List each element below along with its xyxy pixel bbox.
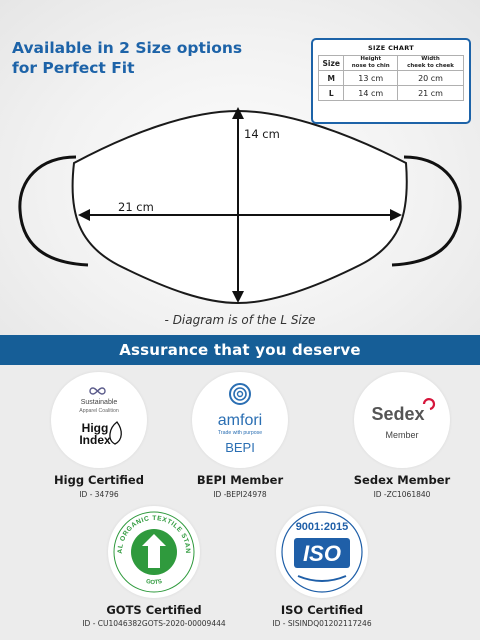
headline-line-2: for Perfect Fit [12,59,135,77]
infinity-icon [89,387,106,395]
leaf-icon [109,421,122,445]
gots-ring-bottom: GOTS [145,579,163,586]
size-chart: SIZE CHART Size Height nose to chin Widt… [311,38,471,124]
arrow-left-icon [78,209,90,221]
iso-title: ISO Certified [280,603,364,617]
iso-logo-main: ISO [303,541,341,566]
header-height: Height nose to chin [343,55,399,71]
header-height-line2: nose to chin [351,63,390,69]
diagram-note: - Diagram is of the L Size [164,313,316,327]
assurance-banner: Assurance that you deserve [0,335,480,365]
header-width-line2: cheek to cheek [407,63,454,69]
sedex-logo-sub: Member [385,430,418,440]
sedex-logo: Sedex Member [371,398,436,440]
size-chart-table: Size Height nose to chin Width cheek to … [317,55,464,101]
bepi-badge: amfori Trade with purpose BEPI [192,372,288,468]
iso-logo: 9001:2015 ISO [281,511,363,593]
amfori-logo-main: amfori [218,412,262,429]
amfori-core-ring [236,390,244,398]
higg-logo: Sustainable Apparel Coalition Higg Index [79,387,122,447]
higg-badge: Sustainable Apparel Coalition Higg Index [51,372,147,468]
amfori-logo-sub: Trade with purpose [218,430,262,436]
row-size: M [317,70,345,86]
amfori-ring-icon [229,383,251,405]
mask-illustration [18,107,462,305]
amfori-logo: amfori Trade with purpose BEPI [218,383,262,455]
higg-logo-sub: Apparel Coalition [79,408,119,414]
left-ear-loop [18,155,89,267]
sedex-title: Sedex Member [353,473,451,487]
headline-line-1: Available in 2 Size options [12,39,243,57]
iso-logo-top: 9001:2015 [296,521,349,533]
size-chart-title: SIZE CHART [368,44,414,52]
arrow-up-icon [232,107,244,119]
higg-logo-main-2: Index [79,433,111,447]
height-label: 14 cm [244,127,280,141]
sedex-logo-main: Sedex [371,404,424,424]
sedex-id: ID -ZC1061840 [373,490,431,499]
table-row: L 14 cm 21 cm [317,85,464,101]
higg-logo-main-1: Higg [82,421,109,435]
size-diagram-section: Available in 2 Size options for Perfect … [0,0,480,335]
amfori-logo-bottom: BEPI [225,440,255,455]
size-chart-header-row: Size Height nose to chin Width cheek to … [317,55,464,71]
higg-logo-top: Sustainable [81,399,118,406]
row-width: 21 cm [397,85,464,101]
higg-id: ID - 34796 [79,490,119,499]
header-width-line1: Width [421,56,440,62]
sedex-badge: Sedex Member [354,372,450,468]
gots-id: ID - CU1046382GOTS-2020-00009444 [82,619,226,628]
table-row: M 13 cm 20 cm [317,70,464,86]
width-label: 21 cm [118,200,154,214]
iso-id: ID - SISINDQ01202117246 [272,619,372,628]
iso-swoosh-icon [297,575,347,582]
right-ear-loop [391,155,462,267]
gots-shirt-icon [142,534,166,568]
gots-badge: GLOBAL ORGANIC TEXTILE STANDARD GOTS [105,501,200,598]
iso-plate [294,538,350,568]
row-size: L [317,85,345,101]
arrow-right-icon [390,209,402,221]
mask-body [71,109,408,305]
banner-title: Assurance that you deserve [119,341,361,359]
bepi-id: ID -BEPI24978 [213,490,267,499]
amfori-inner-ring [233,387,247,401]
header-width: Width cheek to cheek [397,55,464,71]
header-height-line1: Height [360,56,382,62]
arrow-down-icon [232,291,244,303]
gots-logo: GLOBAL ORGANIC TEXTILE STANDARD GOTS [105,501,195,593]
gots-ring-bottom-path: GOTS [145,579,163,586]
headline: Available in 2 Size options for Perfect … [12,38,272,78]
row-height: 13 cm [343,70,399,86]
higg-title: Higg Certified [54,473,144,487]
row-width: 20 cm [397,70,464,86]
iso-badge: 9001:2015 ISO [276,506,368,598]
header-size: Size [317,55,345,71]
bepi-title: BEPI Member [196,473,284,487]
gots-title: GOTS Certified [106,603,202,617]
sedex-swirl-icon [422,398,436,411]
